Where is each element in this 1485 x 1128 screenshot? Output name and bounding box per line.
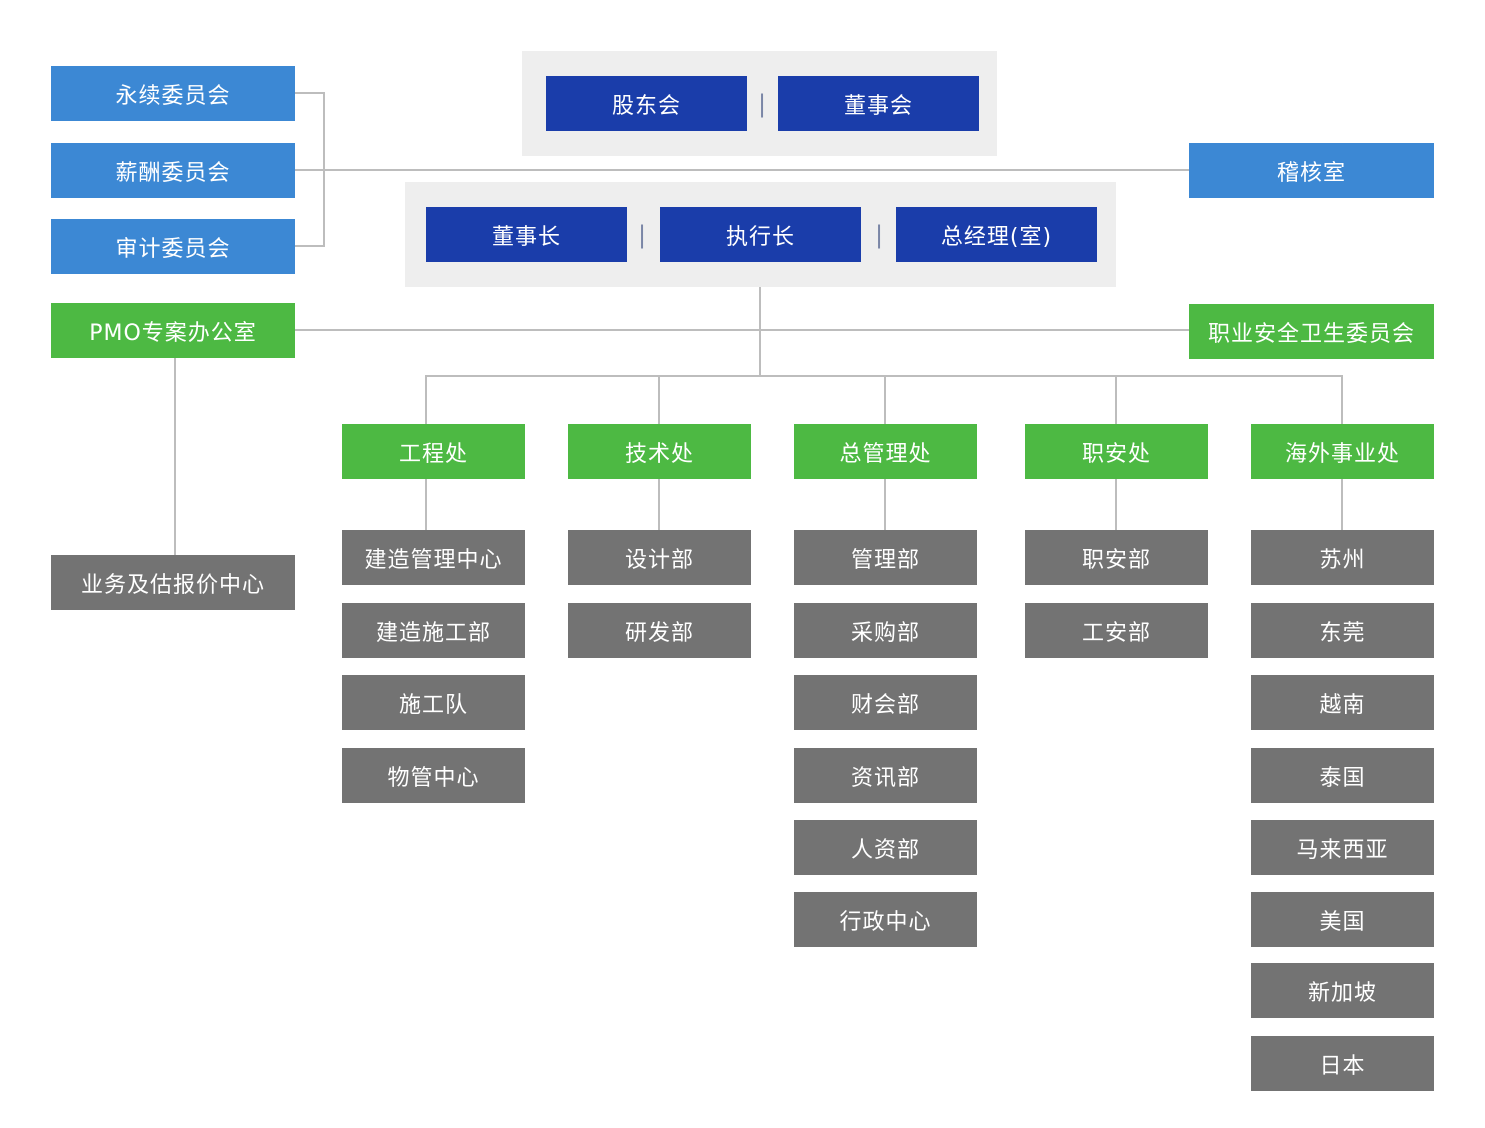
general-manager-box[interactable]: 总经理(室) (896, 207, 1097, 262)
unit-box[interactable]: 建造管理中心 (342, 530, 525, 585)
connector-line (295, 169, 1190, 171)
connector-line (1115, 375, 1117, 425)
unit-box[interactable]: 采购部 (794, 603, 977, 658)
unit-box[interactable]: 物管中心 (342, 748, 525, 803)
osh-committee-box[interactable]: 职业安全卫生委员会 (1189, 304, 1434, 359)
connector-line (1115, 477, 1117, 531)
connector-line (1341, 477, 1343, 531)
connector-line (1341, 375, 1343, 425)
connector-line (295, 329, 1190, 331)
shareholders-box[interactable]: 股东会 (546, 76, 747, 131)
connector-line (884, 477, 886, 531)
unit-box[interactable]: 财会部 (794, 675, 977, 730)
business-quote-center-box[interactable]: 业务及估报价中心 (51, 555, 295, 610)
unit-box[interactable]: 资讯部 (794, 748, 977, 803)
connector-line (425, 477, 427, 531)
unit-box[interactable]: 研发部 (568, 603, 751, 658)
safety-division-box[interactable]: 职安处 (1025, 424, 1208, 479)
engineering-division-box[interactable]: 工程处 (342, 424, 525, 479)
unit-box[interactable]: 美国 (1251, 892, 1434, 947)
unit-box[interactable]: 马来西亚 (1251, 820, 1434, 875)
connector-line (658, 375, 660, 425)
overseas-division-box[interactable]: 海外事业处 (1251, 424, 1434, 479)
separator: | (757, 89, 767, 118)
connector-line (295, 92, 325, 94)
connector-line (174, 356, 176, 556)
separator: | (874, 220, 884, 249)
connector-line (759, 287, 761, 377)
connector-line (295, 245, 325, 247)
sustainability-committee-box[interactable]: 永续委员会 (51, 66, 295, 121)
unit-box[interactable]: 建造施工部 (342, 603, 525, 658)
unit-box[interactable]: 行政中心 (794, 892, 977, 947)
pmo-office-box[interactable]: PMO专案办公室 (51, 303, 295, 358)
ceo-box[interactable]: 执行长 (660, 207, 861, 262)
board-box[interactable]: 董事会 (778, 76, 979, 131)
unit-box[interactable]: 苏州 (1251, 530, 1434, 585)
unit-box[interactable]: 工安部 (1025, 603, 1208, 658)
administration-division-box[interactable]: 总管理处 (794, 424, 977, 479)
unit-box[interactable]: 泰国 (1251, 748, 1434, 803)
unit-box[interactable]: 东莞 (1251, 603, 1434, 658)
unit-box[interactable]: 人资部 (794, 820, 977, 875)
unit-box[interactable]: 日本 (1251, 1036, 1434, 1091)
connector-line (425, 375, 427, 425)
audit-committee-box[interactable]: 审计委员会 (51, 219, 295, 274)
unit-box[interactable]: 施工队 (342, 675, 525, 730)
unit-box[interactable]: 管理部 (794, 530, 977, 585)
remuneration-committee-box[interactable]: 薪酬委员会 (51, 143, 295, 198)
unit-box[interactable]: 新加坡 (1251, 963, 1434, 1018)
chairman-box[interactable]: 董事长 (426, 207, 627, 262)
unit-box[interactable]: 职安部 (1025, 530, 1208, 585)
technology-division-box[interactable]: 技术处 (568, 424, 751, 479)
connector-line (658, 477, 660, 531)
separator: | (637, 220, 647, 249)
connector-line (884, 375, 886, 425)
audit-office-box[interactable]: 稽核室 (1189, 143, 1434, 198)
unit-box[interactable]: 越南 (1251, 675, 1434, 730)
unit-box[interactable]: 设计部 (568, 530, 751, 585)
